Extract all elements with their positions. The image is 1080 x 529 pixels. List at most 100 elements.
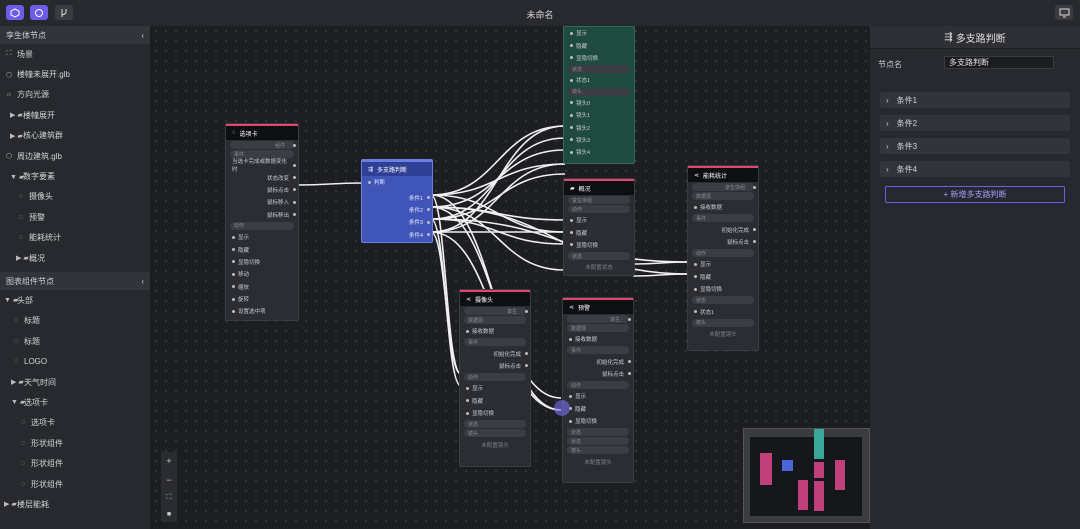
port-dot[interactable] — [628, 317, 631, 321]
node-port-row[interactable]: 初始化完成 — [688, 223, 758, 235]
node-port-row[interactable]: 镜头1 — [564, 109, 634, 121]
node-name-input[interactable]: 多支路判断 — [944, 56, 1054, 69]
node-port-row[interactable]: 鼠标点击 — [688, 236, 758, 248]
collapse-icon[interactable]: ‹ — [141, 30, 144, 40]
node-port-row[interactable]: 未配置镜头 — [709, 331, 737, 338]
node-port-row[interactable]: 缩放 — [226, 281, 298, 293]
port-dot[interactable] — [570, 44, 573, 48]
port-dot[interactable] — [232, 260, 235, 264]
node-port-row[interactable]: 隐藏 — [564, 226, 634, 238]
section-chart-nodes[interactable]: 图表组件节点 ‹ — [0, 272, 150, 291]
tree-item[interactable]: ◌能耗统计 — [0, 228, 150, 248]
branch-output-4[interactable]: 条件4 — [362, 229, 432, 241]
node-port-row[interactable]: 设置选中项 — [226, 305, 298, 317]
condition-item-4[interactable]: ›条件4 — [880, 161, 1070, 177]
port-dot[interactable] — [293, 213, 296, 217]
tree-item[interactable]: ◌LOGO — [0, 351, 150, 371]
tree-item[interactable]: ▶ ▰天气时间 — [0, 372, 150, 392]
port-dot[interactable] — [293, 200, 296, 204]
cube-icon[interactable] — [6, 5, 24, 20]
section-twin-nodes[interactable]: 孪生体节点 ‹ — [0, 26, 150, 44]
port-dot[interactable] — [570, 218, 573, 222]
tree-item[interactable]: ◌形状组件 — [0, 453, 150, 473]
node-port-row[interactable]: 镜头2 — [564, 121, 634, 133]
node-port-row[interactable]: 接收数据 — [688, 201, 758, 213]
tree-item[interactable]: ◌标题 — [0, 311, 150, 331]
node-port-row[interactable]: 显隐切换 — [564, 52, 634, 64]
node-port-row[interactable]: 显隐切换 — [460, 407, 530, 419]
lock-icon[interactable]: ■ — [166, 510, 172, 518]
port-dot[interactable] — [232, 285, 235, 289]
port-dot[interactable] — [694, 205, 697, 209]
condition-item-2[interactable]: ›条件2 — [880, 115, 1070, 131]
node-port-row[interactable]: 未配置状态 — [585, 265, 613, 272]
node-port-row[interactable]: 隐藏 — [226, 243, 298, 255]
node-port-row[interactable]: 当选卡完成或数据变化时 — [226, 159, 298, 173]
tree-item[interactable]: ⛶场景 — [0, 44, 150, 64]
fit-view-button[interactable]: ⛶ — [166, 493, 172, 501]
tree-item[interactable]: ◌标题 — [0, 331, 150, 351]
port-dot[interactable] — [525, 352, 528, 356]
branch-output-2[interactable]: 条件2 — [362, 204, 432, 216]
port-dot[interactable] — [569, 419, 572, 423]
node-port-row[interactable]: 隐藏 — [688, 271, 758, 283]
port-dot[interactable] — [232, 248, 235, 252]
tree-item[interactable]: ▶ ▰楼层能耗 — [0, 494, 150, 514]
node-port-row[interactable]: 状态1 — [688, 305, 758, 317]
port-dot[interactable] — [427, 196, 430, 200]
node-port-row[interactable]: 显隐切换 — [563, 415, 633, 427]
add-branch-button[interactable]: + 新增多支路判断 — [885, 186, 1065, 203]
node-port-row[interactable]: 旋转 — [226, 293, 298, 305]
node-energy[interactable]: ⋖能耗统计 孪生体组数据源接收数据事件初始化完成鼠标点击动作显示隐藏显隐切换状态… — [687, 165, 759, 351]
port-dot[interactable] — [694, 262, 697, 266]
tree-item[interactable]: ▶ ▰概况 — [0, 248, 150, 268]
node-port-row[interactable]: 隐藏 — [564, 39, 634, 51]
branch-output-1[interactable]: 条件1 — [362, 191, 432, 203]
port-dot[interactable] — [427, 233, 430, 237]
port-dot[interactable] — [293, 143, 296, 147]
tree-item[interactable]: ◌选项卡 — [0, 413, 150, 433]
node-alert[interactable]: ⋖预警 孪生数据源接收数据事件初始化完成鼠标点击动作显示隐藏显隐切换状态状态镜头… — [562, 297, 634, 483]
port-dot[interactable] — [753, 228, 756, 232]
port-dot[interactable] — [427, 220, 430, 224]
port-dot[interactable] — [427, 208, 430, 212]
node-port-row[interactable]: 镜头4 — [564, 146, 634, 158]
node-port-row[interactable]: 隐藏 — [460, 395, 530, 407]
node-port-row[interactable]: 初始化完成 — [563, 355, 633, 367]
node-port-row[interactable]: 显示 — [688, 258, 758, 270]
branch-input[interactable]: 判断 — [362, 176, 432, 188]
collapse-icon[interactable]: ‹ — [141, 276, 144, 286]
node-port-row[interactable]: 未配置镜头 — [584, 459, 612, 466]
branch-icon[interactable] — [55, 5, 73, 20]
node-port-row[interactable]: 显示 — [564, 27, 634, 39]
node-port-row[interactable]: 显隐切换 — [226, 256, 298, 268]
port-dot[interactable] — [466, 399, 469, 403]
node-port-row[interactable]: 鼠标点击 — [226, 184, 298, 196]
port-dot[interactable] — [570, 126, 573, 130]
port-dot[interactable] — [753, 240, 756, 244]
port-dot[interactable] — [694, 287, 697, 291]
tree-item[interactable]: ⬡周边建筑.glb — [0, 146, 150, 166]
node-tabs[interactable]: ◌选项卡 组件事件当选卡完成或数据变化时状态改变鼠标点击鼠标移入鼠标移出动作显示… — [225, 123, 299, 321]
port-dot[interactable] — [569, 337, 572, 341]
node-port-row[interactable]: 显示 — [564, 214, 634, 226]
port-dot[interactable] — [753, 185, 756, 189]
node-port-row[interactable]: 接收数据 — [460, 325, 530, 337]
port-dot[interactable] — [525, 364, 528, 368]
port-dot[interactable] — [293, 176, 296, 180]
port-dot[interactable] — [293, 188, 296, 192]
port-dot[interactable] — [466, 411, 469, 415]
condition-item-3[interactable]: ›条件3 — [880, 138, 1070, 154]
tree-item[interactable]: ▶ ▰核心建筑群 — [0, 126, 150, 146]
node-port-row[interactable]: 鼠标点击 — [460, 360, 530, 372]
port-dot[interactable] — [466, 329, 469, 333]
node-port-row[interactable]: 显隐切换 — [564, 239, 634, 251]
node-port-row[interactable]: 鼠标移出 — [226, 209, 298, 221]
node-port-row[interactable]: 显示 — [563, 390, 633, 402]
tree-item[interactable]: ⬡楼幢未展开.glb — [0, 64, 150, 84]
port-dot[interactable] — [570, 56, 573, 60]
port-dot[interactable] — [466, 386, 469, 390]
